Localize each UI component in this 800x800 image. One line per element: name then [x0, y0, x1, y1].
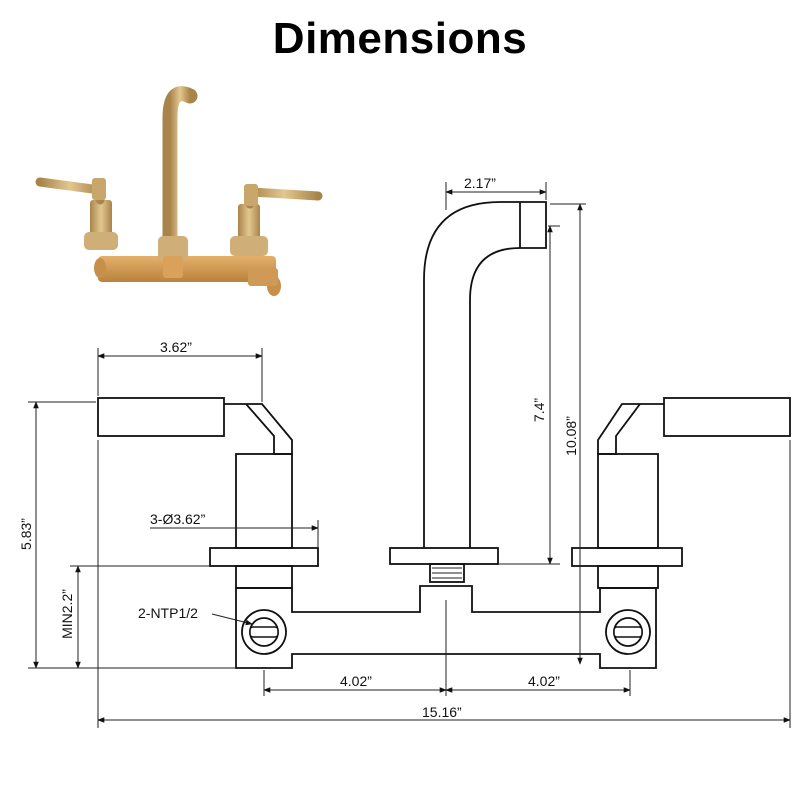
- center-left-label: 4.02”: [340, 673, 372, 689]
- faucet-photo: [35, 86, 323, 296]
- handle-length-label: 3.62”: [160, 339, 192, 355]
- inlet-thread-label: 2-NTP1/2: [138, 605, 198, 621]
- handle-height-label: 5.83”: [18, 518, 34, 550]
- overall-width-label: 15.16”: [422, 704, 462, 720]
- flange-diameter-label: 3-Ø3.62”: [150, 511, 206, 527]
- right-handle: [238, 204, 260, 246]
- total-height-label: 10.08”: [563, 416, 579, 456]
- center-right-label: 4.02”: [528, 673, 560, 689]
- spout: [162, 86, 198, 256]
- page-title: Dimensions: [272, 14, 528, 63]
- dimension-lines: [28, 182, 791, 728]
- technical-drawing: [97, 201, 791, 669]
- left-handle: [90, 200, 112, 242]
- spout-height-label: 7.4”: [531, 398, 547, 422]
- valve-body: [98, 256, 276, 282]
- spout-reach-label: 2.17”: [464, 175, 496, 191]
- min-depth-label: MIN2.2”: [59, 589, 75, 639]
